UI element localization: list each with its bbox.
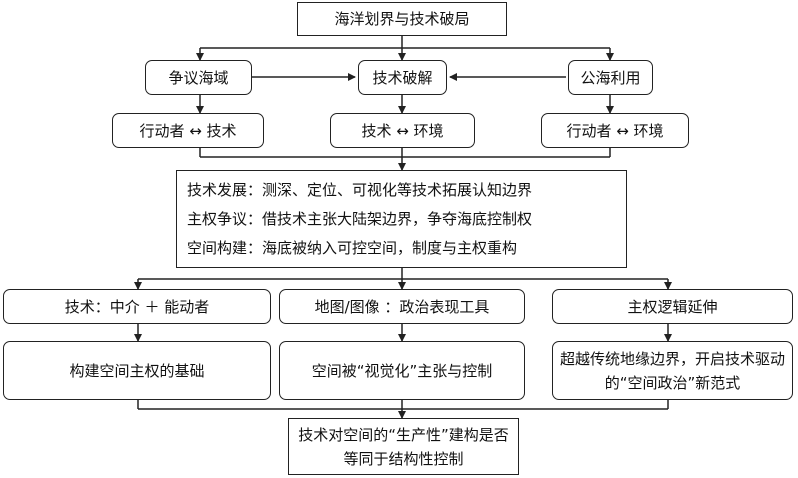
node-title: 海洋划界与技术破局 bbox=[297, 2, 507, 36]
node-map-image-tool: 地图/图像 ：政治表现工具 bbox=[279, 289, 525, 324]
node-spatial-sovereignty-basis: 构建空间主权的基础 bbox=[3, 341, 271, 400]
node-tech-environment: 技术 ↔ 环境 bbox=[330, 113, 475, 148]
node-space-visualized: 空间被“视觉化”主张与控制 bbox=[279, 341, 525, 400]
summary-line-space-construction: 空间构建：海底被纳入可控空间，制度与主权重构 bbox=[187, 238, 518, 257]
node-final-question: 技术对空间的“生产性”建构是否等同于结构性控制 bbox=[288, 418, 519, 475]
summary-line-tech-development: 技术发展：测深、定位、可视化等技术拓展认知边界 bbox=[187, 180, 533, 199]
summary-line-sovereignty-dispute: 主权争议：借技术主张大陆架边界，争夺海底控制权 bbox=[187, 209, 533, 228]
node-tech-breakthrough: 技术破解 bbox=[358, 60, 447, 95]
node-actor-tech: 行动者 ↔ 技术 bbox=[112, 113, 264, 148]
node-actor-environment: 行动者 ↔ 环境 bbox=[541, 113, 689, 148]
node-summary: 技术发展：测深、定位、可视化等技术拓展认知边界 主权争议：借技术主张大陆架边界，… bbox=[176, 170, 627, 268]
node-disputed-waters: 争议海域 bbox=[145, 60, 252, 95]
node-sovereignty-extension: 主权逻辑延伸 bbox=[552, 289, 793, 324]
node-tech-mediator: 技术：中介 ＋ 能动者 bbox=[3, 289, 271, 324]
node-beyond-geo-borders: 超越传统地缘边界，开启技术驱动的“空间政治”新范式 bbox=[552, 341, 793, 400]
node-high-seas-use: 公海利用 bbox=[568, 60, 653, 95]
